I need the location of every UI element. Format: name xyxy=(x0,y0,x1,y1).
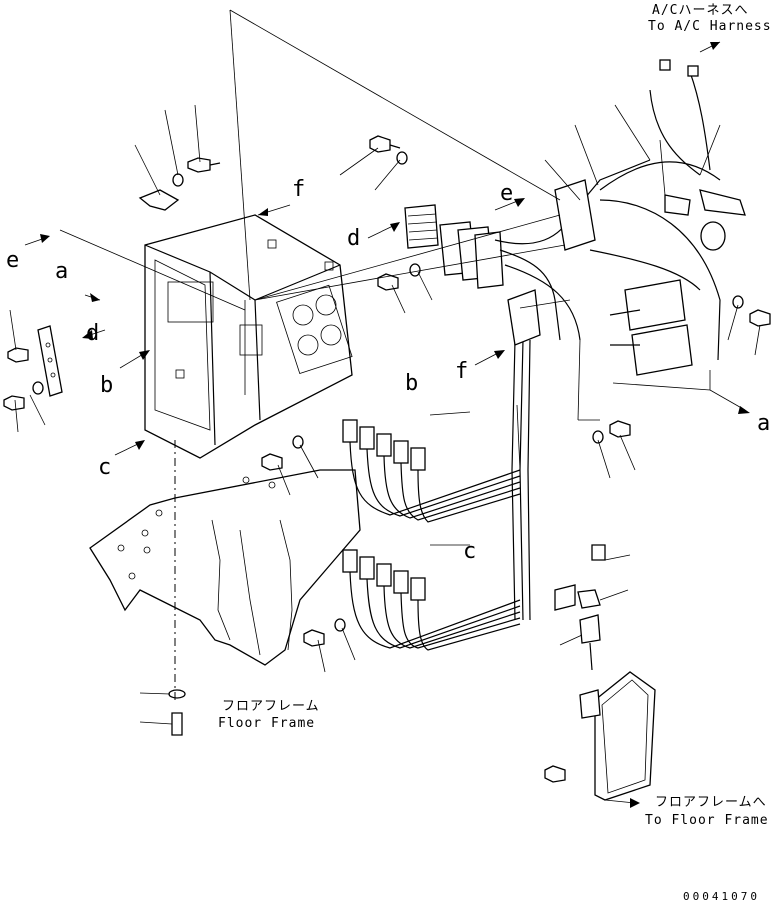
note-ac-harness-jp: A/Cハーネスへ xyxy=(652,3,748,18)
label-b-left: b xyxy=(100,373,113,398)
label-c-mid: c xyxy=(463,539,476,564)
label-f-top: f xyxy=(292,177,305,202)
washer-set xyxy=(32,151,744,699)
note-floor-frame-jp: フロアフレーム xyxy=(222,699,320,714)
note-to-floor-frame-en: To Floor Frame xyxy=(645,813,769,828)
note-ac-harness-en: To A/C Harness xyxy=(648,19,772,34)
relay-connector-block xyxy=(404,204,504,289)
notes: A/Cハーネスへ To A/C Harness フロアフレーム Floor Fr… xyxy=(218,3,772,828)
drawing-number: 00041070 xyxy=(683,890,760,903)
label-e-top: e xyxy=(500,181,513,206)
harness-clip xyxy=(138,189,180,211)
sensor-switch-parts xyxy=(554,544,606,671)
callout-arrows xyxy=(24,41,750,808)
relay-row-c xyxy=(342,549,521,651)
main-harness xyxy=(494,59,746,621)
bolt-set xyxy=(3,135,771,783)
reference-lines xyxy=(59,9,566,311)
label-b-mid: b xyxy=(405,371,418,396)
leader-lines xyxy=(9,104,761,725)
label-a-left: a xyxy=(55,259,68,284)
label-d-left: d xyxy=(86,321,99,346)
note-floor-frame-en: Floor Frame xyxy=(218,716,315,731)
label-d-mid: d xyxy=(347,226,360,251)
relay-row-b xyxy=(342,419,521,523)
label-e-left: e xyxy=(6,248,19,273)
label-c-left: c xyxy=(98,455,111,480)
harness-bracket-plates xyxy=(609,279,693,376)
note-to-floor-frame-jp: フロアフレームへ xyxy=(655,795,767,810)
callout-labels: e a d b c f d e f b c a xyxy=(6,177,770,564)
label-a-right: a xyxy=(757,411,770,436)
electrical-box xyxy=(144,214,353,459)
mount-bracket-d xyxy=(37,325,63,397)
floor-frame-plate xyxy=(89,469,361,666)
floor-frame-bracket xyxy=(579,671,656,801)
label-f-mid: f xyxy=(455,359,468,384)
